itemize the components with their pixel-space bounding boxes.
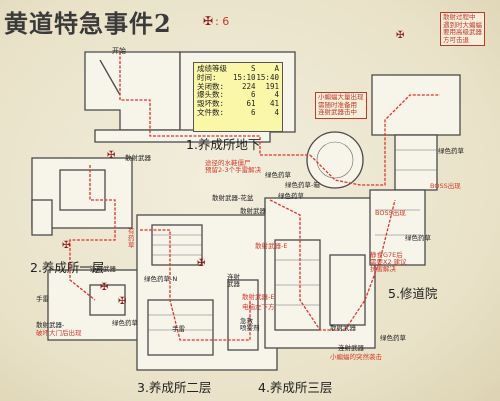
stats-label: 爆头数: xyxy=(197,90,225,100)
label-green-herb-2: 绿色药草 xyxy=(278,192,304,200)
label-left-scatter: 散射武器 xyxy=(330,324,356,332)
stats-a: 15:40 xyxy=(256,72,279,82)
label-boss-f1: 破坏大门后出现 xyxy=(36,329,82,337)
label-scatter-s: 连射 武器 xyxy=(227,273,240,288)
stats-label: 关闭数: xyxy=(197,81,225,91)
stats-label: 时间: xyxy=(197,72,217,82)
stats-s: 224 xyxy=(242,81,256,91)
label-scatter-e: 散射武器-E xyxy=(255,242,288,250)
floor2-right xyxy=(227,279,259,351)
label-green-m2: 绿色药草 xyxy=(405,234,431,242)
label-green-box: 绿色药草-箱 xyxy=(285,181,320,189)
herb-cross-icon: ✠ xyxy=(118,296,127,307)
label-ammo-b1: 散射武器 xyxy=(125,154,151,162)
area-basement: 1.养成所地下 xyxy=(186,137,261,152)
label-green-herb: 绿色药草 xyxy=(265,171,291,179)
label-scatter-e2: 散射武器-E xyxy=(242,293,275,301)
herb-cross-icon: ✠ xyxy=(62,240,71,251)
herb-cross-icon: ✠ xyxy=(203,14,214,28)
floor3-right xyxy=(329,254,366,326)
floor1-left xyxy=(31,199,53,236)
stats-header-s: S xyxy=(251,64,256,73)
herb-cross-icon: ✠ xyxy=(100,282,109,293)
monastery-bottom xyxy=(369,189,426,266)
stats-label: 毁坏数: xyxy=(197,99,225,109)
label-boss-top: BOSS出现 xyxy=(430,182,461,190)
stats-header-a: A xyxy=(274,64,279,73)
start-label: 开始 xyxy=(112,47,126,55)
label-scatter-f3: 连射武器 xyxy=(338,344,364,352)
label-green-f3: 绿色药草 xyxy=(380,334,406,342)
monastery-top xyxy=(371,74,461,136)
area-floor1: 2.养成所一层 xyxy=(30,260,105,275)
monastery-rotunda xyxy=(306,131,364,189)
monastery-mid xyxy=(394,134,438,191)
note-bat: 小蝙蝠大量出现 需随时准备用 连射武器击中 xyxy=(315,92,367,119)
stats-a: 4 xyxy=(274,90,279,100)
floor1-room-a xyxy=(59,169,106,211)
page-title: 黄道特急事件2 xyxy=(4,9,172,38)
label-green-m1: 绿色药草 xyxy=(438,147,464,155)
herb-counter-text: : 6 xyxy=(215,14,230,28)
stats-header-rank: 成绩等级 xyxy=(197,64,227,73)
label-corpse-note: 途径的水鞋僵尸 预留2-3个手雷解决 xyxy=(205,159,262,174)
label-first-aid: 急救 喷雾剂 xyxy=(240,317,260,332)
stats-s: 6 xyxy=(251,107,256,117)
label-elevator-note: 电脑左下方 xyxy=(242,303,275,311)
stats-a: 41 xyxy=(269,99,279,109)
label-scatter-f1: 连射武器 xyxy=(90,265,116,273)
area-floor3: 4.养成所三层 xyxy=(258,380,333,395)
floor2-room-b xyxy=(89,284,126,316)
herb-cross-icon: ✠ xyxy=(396,30,405,41)
herb-cross-icon: ✠ xyxy=(197,258,206,269)
stats-s: 61 xyxy=(246,99,256,109)
stats-s: 15:10 xyxy=(232,72,256,82)
label-scatter-weapon: 散射武器 xyxy=(240,207,266,215)
floor2-lower xyxy=(147,299,214,356)
stats-a: 4 xyxy=(274,107,279,117)
basement-outline xyxy=(84,51,181,131)
label-hand-grenade-f1: 手雷 xyxy=(36,295,49,303)
label-small-bat: 小蝙蝠的突然袭击 xyxy=(330,353,382,361)
label-monastery-note: 静食G7E后 需要X2 建议 抗害解决 xyxy=(370,251,407,273)
area-floor2: 3.养成所二层 xyxy=(137,380,212,395)
label-hand-grenade-f2: 手雷 xyxy=(172,325,185,333)
note-boss: 散射过程中 遇到时大蝙蝠 要用高级武器 方可击退 xyxy=(440,12,485,46)
label-scatter-f1b: 散射武器- xyxy=(36,321,65,329)
label-boss-mid: BOSS出现 xyxy=(375,209,406,217)
stats-a: 191 xyxy=(265,81,279,91)
stats-s: 6 xyxy=(251,90,256,100)
label-scatter-huo: 散射武器-花盆 xyxy=(212,194,254,202)
route-line xyxy=(69,52,440,341)
label-has-item: 有 药 草 xyxy=(128,227,135,249)
area-monastery: 5.修道院 xyxy=(388,286,438,301)
herb-cross-icon: ✠ xyxy=(107,150,116,161)
herb-counter: ✠ : 6 xyxy=(203,14,229,28)
label-green-n: 绿色药草-N xyxy=(144,275,178,283)
stats-label: 文件数: xyxy=(197,107,225,117)
label-green-f1: 绿色药草 xyxy=(112,319,138,327)
